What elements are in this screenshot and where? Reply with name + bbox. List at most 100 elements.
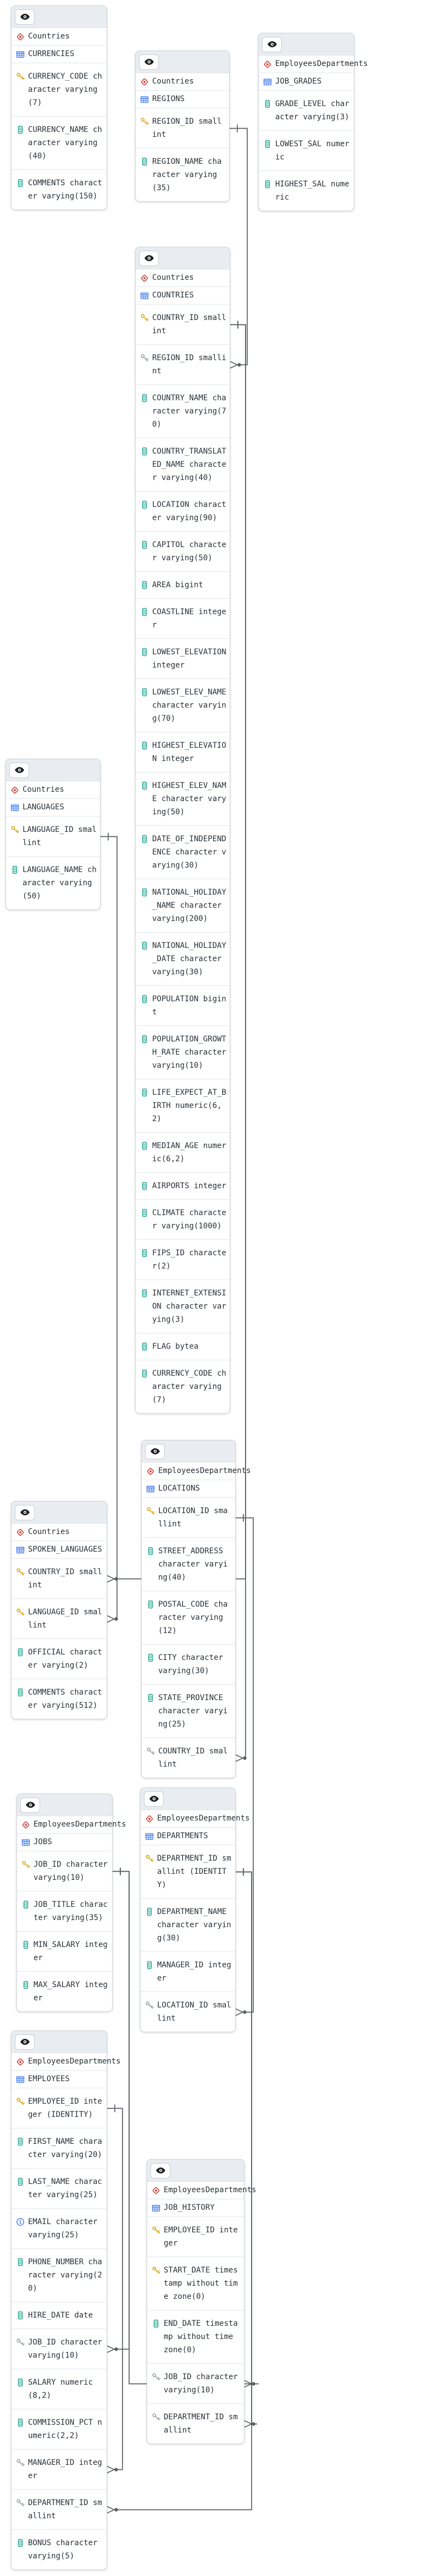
field-row: MANAGER_ID integer: [141, 1951, 235, 1992]
primary-key-icon: [140, 313, 149, 322]
field-text: DEPARTMENT_NAME character varying(30): [157, 1907, 231, 1943]
field-row: COUNTRY_NAME character varying(70): [136, 384, 230, 438]
card-header: [259, 34, 354, 56]
field-row: CURRENCY_CODE character varying(7): [12, 63, 107, 116]
card-header: [17, 1794, 112, 1816]
table-card-departments[interactable]: EmployeesDepartments DEPARTMENTS DEPARTM…: [140, 1788, 250, 2032]
table-card-currencies[interactable]: Countries CURRENCIES CURRENCY_CODE chara…: [11, 5, 107, 210]
schema-diamond-icon: [140, 78, 149, 86]
column-icon: [146, 1600, 155, 1609]
column-icon: [145, 1907, 154, 1916]
toggle-details-button[interactable]: [139, 54, 159, 70]
schema-name: EmployeesDepartments: [158, 1466, 251, 1475]
schema-name: EmployeesDepartments: [164, 2186, 257, 2194]
field-text: LOWEST_SAL numeric: [275, 140, 349, 162]
field-row: LIFE_EXPECT_AT_BIRTH numeric(6,2): [136, 1079, 230, 1132]
card-header: [136, 247, 230, 269]
column-icon: [145, 1961, 154, 1970]
toggle-details-button[interactable]: [139, 250, 159, 266]
schema-row: Countries: [12, 28, 107, 46]
column-icon: [16, 2258, 25, 2266]
field-list: COUNTRY_ID smallint LANGUAGE_ID smallint…: [12, 1558, 107, 1719]
table-card-jobs[interactable]: EmployeesDepartments JOBS JOB_ID charact…: [16, 1794, 126, 2012]
field-row: LAST_NAME character varying(25): [12, 2168, 107, 2208]
table-card-languages[interactable]: Countries LANGUAGES LANGUAGE_ID smallint…: [5, 759, 101, 910]
field-text: JOB_ID character varying(10): [34, 1860, 108, 1882]
field-row: LOCATION character varying(90): [136, 491, 230, 531]
field-row: FIRST_NAME character varying(20): [12, 2128, 107, 2168]
table-grid-icon: [16, 1546, 25, 1554]
field-row: COUNTRY_ID smallint: [12, 1558, 107, 1598]
column-icon: [140, 1088, 149, 1097]
field-text: START_DATE timestamp without time zone(0…: [164, 2266, 238, 2301]
table-row: LANGUAGES: [6, 799, 100, 816]
table-name: JOBS: [34, 1838, 52, 1846]
field-text: CAPITOL character varying(50): [152, 540, 226, 562]
field-list: EMPLOYEE_ID integer (IDENTITY) FIRST_NAM…: [12, 2088, 107, 2569]
toggle-details-button[interactable]: [15, 2034, 35, 2050]
field-text: INTERNET_EXTENSION character varying(3): [152, 1289, 226, 1324]
schema-row: Countries: [136, 73, 229, 91]
table-row: COUNTRIES: [136, 287, 230, 304]
field-text: CURRENCY_NAME character varying(40): [28, 125, 102, 161]
toggle-details-button[interactable]: [15, 9, 35, 25]
schema-diamond-icon: [263, 60, 272, 69]
toggle-details-button[interactable]: [9, 762, 29, 778]
schema-name: Countries: [23, 785, 64, 794]
field-text: LANGUAGE_ID smallint: [23, 825, 97, 847]
foreign-key-icon: [16, 2498, 25, 2507]
foreign-key-icon: [16, 2458, 25, 2467]
table-card-locations[interactable]: EmployeesDepartments LOCATIONS LOCATION_…: [141, 1440, 251, 1778]
toggle-details-button[interactable]: [20, 1797, 40, 1813]
schema-row: EmployeesDepartments: [17, 1816, 126, 1834]
field-text: COUNTRY_ID smallint: [28, 1568, 102, 1590]
field-row: NATIONAL_HOLIDAY_NAME character varying(…: [136, 879, 230, 932]
field-text: MIN_SALARY integer: [34, 1940, 108, 1962]
toggle-details-button[interactable]: [145, 1443, 165, 1459]
table-card-spoken_languages[interactable]: Countries SPOKEN_LANGUAGES COUNTRY_ID sm…: [11, 1501, 107, 1719]
table-card-job_history[interactable]: EmployeesDepartments JOB_HISTORY EMPLOYE…: [147, 2159, 257, 2444]
table-row: JOB_HISTORY: [147, 2199, 244, 2216]
schema-row: EmployeesDepartments: [141, 1810, 250, 1828]
schema-diamond-icon: [16, 2058, 25, 2066]
toggle-details-button[interactable]: [262, 36, 282, 52]
schema-diamond-icon: [16, 1528, 25, 1537]
card-header: [136, 51, 229, 73]
table-card-regions[interactable]: Countries REGIONS REGION_ID smallint REG…: [135, 51, 230, 202]
column-icon: [146, 1547, 155, 1555]
table-card-countries[interactable]: Countries COUNTRIES COUNTRY_ID smallint …: [135, 247, 230, 1414]
primary-key-icon: [152, 2226, 160, 2235]
toggle-details-button[interactable]: [151, 2163, 170, 2178]
table-grid-icon: [140, 95, 149, 104]
table-grid-icon: [152, 2204, 160, 2213]
field-row: NATIONAL_HOLIDAY_DATE character varying(…: [136, 932, 230, 985]
field-text: FLAG bytea: [152, 1342, 199, 1351]
field-text: NATIONAL_HOLIDAY_NAME character varying(…: [152, 888, 226, 923]
foreign-key-icon: [152, 2413, 160, 2421]
field-row: COASTLINE integer: [136, 598, 230, 638]
foreign-key-icon: [146, 1747, 155, 1756]
field-text: HIRE_DATE date: [28, 2311, 93, 2320]
table-card-job_grades[interactable]: EmployeesDepartments JOB_GRADES GRADE_LE…: [258, 33, 368, 211]
schema-diamond-icon: [16, 32, 25, 41]
field-text: COUNTRY_ID smallint: [152, 313, 226, 335]
toggle-details-button[interactable]: [15, 1504, 35, 1520]
field-text: CLIMATE character varying(1000): [152, 1209, 226, 1231]
field-text: REGION_ID smallint: [152, 117, 222, 139]
field-text: MANAGER_ID integer: [28, 2458, 102, 2480]
column-icon: [263, 180, 272, 189]
primary-key-icon: [16, 72, 25, 81]
column-icon: [16, 2311, 25, 2320]
schema-name: Countries: [28, 1527, 70, 1536]
field-row: MEDIAN_AGE numeric(6,2): [136, 1132, 230, 1172]
field-text: LIFE_EXPECT_AT_BIRTH numeric(6,2): [152, 1088, 226, 1123]
card-header: [141, 1788, 235, 1810]
field-text: LOCATION character varying(90): [152, 500, 226, 522]
column-icon: [140, 1289, 149, 1298]
toggle-details-button[interactable]: [144, 1791, 164, 1807]
field-text: JOB_ID character varying(10): [28, 2338, 102, 2360]
column-icon: [21, 1900, 30, 1909]
table-card-employees[interactable]: EmployeesDepartments EMPLOYEES EMPLOYEE_…: [11, 2031, 121, 2570]
field-row: SALARY numeric(8,2): [12, 2369, 107, 2409]
